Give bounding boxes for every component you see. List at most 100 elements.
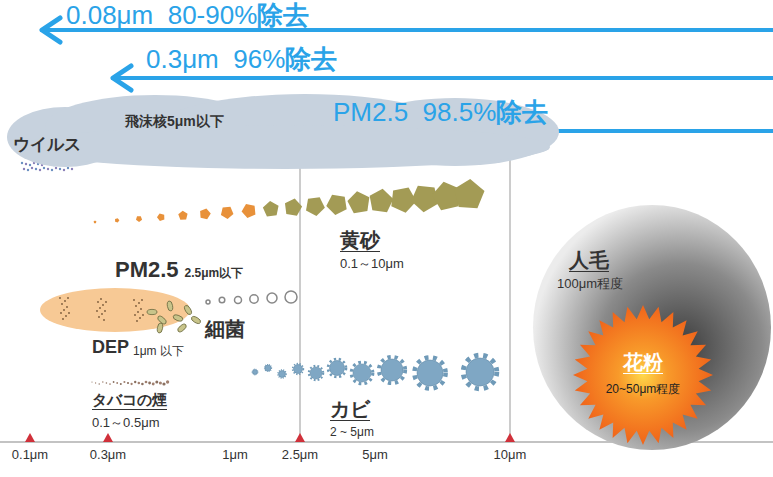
pm-dot — [59, 297, 61, 299]
pm-dot — [137, 311, 139, 313]
particle-dots — [21, 162, 497, 389]
dep-size: 1μm 以下 — [133, 345, 184, 358]
mold-label: カビ — [330, 398, 370, 421]
pm-dot — [64, 300, 66, 302]
virus-dot — [25, 163, 27, 165]
pm25-ellipse — [40, 288, 190, 332]
pm-dot — [139, 317, 141, 319]
sand-particle — [157, 213, 164, 221]
axis-tick: 10μm — [494, 448, 527, 462]
pm-dot — [60, 312, 62, 314]
arrow-head — [113, 66, 131, 90]
pollen-shape: 花粉20~50μm程度 — [573, 305, 713, 445]
smoke-dot — [116, 382, 118, 384]
virus-dot — [51, 169, 53, 171]
mold-spikes — [293, 364, 304, 375]
sand-particle — [242, 204, 256, 218]
mold-spikes — [252, 369, 258, 375]
pm-dot — [96, 310, 98, 312]
bacterium — [172, 314, 183, 322]
particle-dot — [206, 300, 210, 304]
smoke-dot — [99, 383, 100, 384]
axis-markers — [25, 433, 515, 442]
pm-dot — [65, 315, 67, 317]
mold-spikes — [264, 364, 271, 371]
removal-word: 除去 — [257, 1, 309, 30]
smoke-dot — [138, 382, 141, 385]
sand-particle — [326, 195, 346, 215]
mold-spore — [294, 365, 303, 374]
pm-dot — [67, 297, 69, 299]
mold-size: 2 ~ 5μm — [330, 426, 374, 439]
pm-dot — [136, 320, 138, 322]
bacterium — [167, 301, 174, 312]
virus-dot — [39, 169, 41, 171]
sand-particle — [411, 186, 438, 212]
mold-spore — [330, 361, 345, 376]
smoke-dot — [123, 381, 125, 383]
removal-rate: 0.08μm 80-90% — [66, 1, 257, 30]
sand-size: 0.1～10μm — [340, 257, 404, 271]
pollen-size: 20~50μm程度 — [606, 383, 681, 396]
mold-spikes — [309, 366, 323, 380]
sand-particle — [178, 211, 187, 220]
bacterium — [176, 323, 187, 333]
virus-dot — [55, 167, 57, 169]
smoke-dot — [109, 383, 111, 385]
mold-spore — [353, 364, 371, 382]
pm-dot — [68, 312, 70, 314]
bacterium — [147, 309, 157, 314]
dep-label: DEP — [92, 338, 129, 358]
mold-spore — [381, 359, 403, 381]
pm25-label: PM2.5 — [115, 258, 179, 282]
mold-spore — [265, 365, 271, 371]
virus-dot — [35, 168, 37, 170]
virus-dot — [43, 167, 45, 169]
axis-tick: 0.3μm — [90, 448, 126, 462]
bacterium — [183, 304, 193, 315]
axis-tick: 5μm — [362, 448, 388, 462]
smoke-dot — [145, 381, 148, 384]
pm-dot — [142, 314, 144, 316]
virus-dot — [27, 169, 29, 171]
pm-dot — [138, 302, 140, 304]
sand-particle — [136, 216, 142, 222]
sand-particle — [285, 199, 302, 216]
virus-dot — [31, 167, 33, 169]
smoke-dot — [141, 383, 144, 386]
pm-dot — [101, 313, 103, 315]
mold-spikes — [328, 359, 346, 377]
smoke-dot — [106, 382, 108, 384]
particle-dot — [235, 297, 242, 304]
pm-dot — [61, 303, 63, 305]
smoke-dot — [130, 383, 132, 385]
hair-size: 100μm程度 — [557, 277, 623, 291]
axis-marker — [295, 433, 305, 442]
axis-marker — [505, 433, 515, 442]
sand-particle — [370, 189, 394, 212]
arrow-line — [115, 76, 773, 80]
pm-dot — [102, 304, 104, 306]
hair-circle: 花粉20~50μm程度人毛100μm程度 — [533, 205, 771, 450]
smoke-label: タバコの煙 — [92, 392, 167, 410]
bacteria-label: 細菌 — [205, 318, 245, 340]
virus-dot — [47, 168, 49, 170]
bacterium — [190, 315, 201, 325]
virus-dot — [63, 169, 65, 171]
sand-label: 黄砂 — [340, 229, 380, 252]
particle-dot — [219, 297, 225, 303]
axis-marker — [103, 433, 113, 442]
smoke-dot — [159, 381, 162, 384]
mold-spikes — [278, 370, 286, 378]
pm-dot — [104, 310, 106, 312]
pollen-spikes — [573, 305, 713, 445]
mold-spore — [310, 367, 322, 379]
axis-tick: 2.5μm — [282, 448, 318, 462]
smoke-dot — [95, 382, 96, 383]
sand-particle — [115, 218, 119, 222]
pm-dot — [140, 308, 142, 310]
droplet-label: 飛沫核5μm以下 — [125, 114, 224, 129]
mold-spore — [466, 358, 494, 386]
mold-spikes — [351, 362, 373, 384]
removal-word: 除去 — [496, 98, 548, 127]
